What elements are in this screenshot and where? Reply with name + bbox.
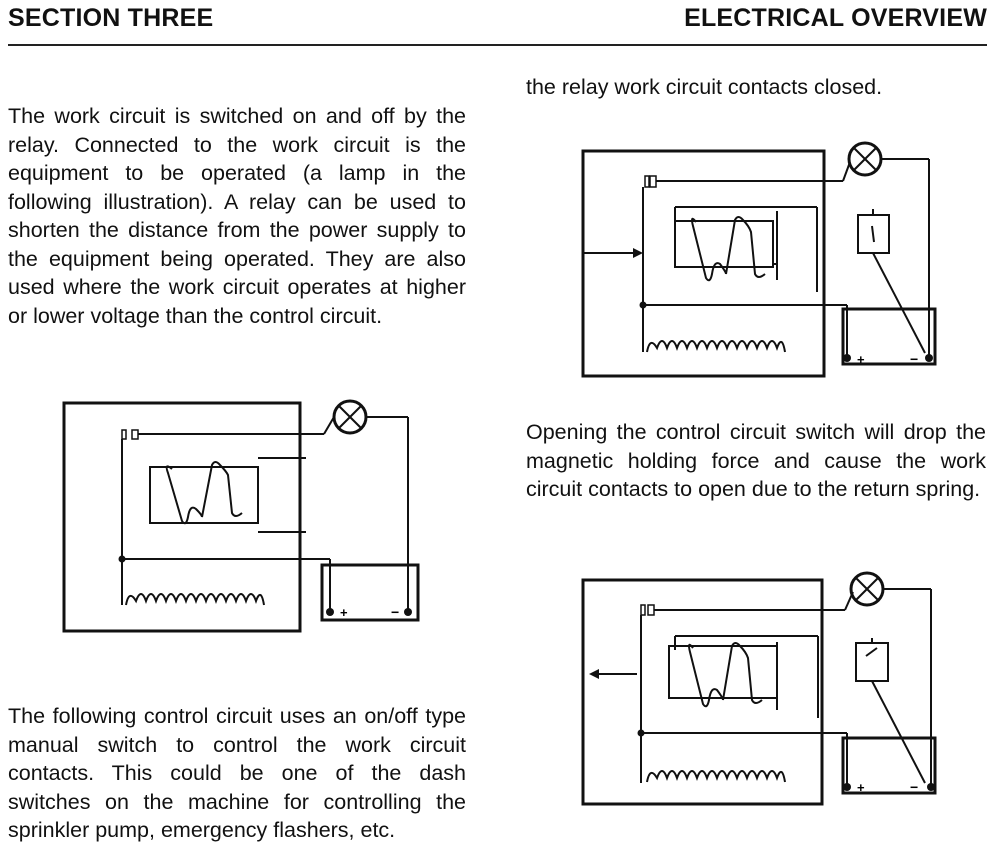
contact-terminal [649, 175, 657, 188]
battery [841, 307, 937, 366]
arrow-in-icon [633, 248, 643, 258]
relay-coil-core [149, 466, 259, 524]
paragraph-opening-switch: Opening the control circuit switch will … [526, 420, 986, 501]
battery-minus-label: − [910, 779, 918, 795]
relay-coil-core [674, 220, 774, 268]
relay-housing [581, 578, 824, 806]
relay-diagram-2: + − [581, 141, 937, 378]
paragraph-contacts-closed: the relay work circuit contacts closed. [526, 75, 883, 99]
contact-terminal [131, 429, 139, 440]
return-spring [125, 593, 265, 606]
battery-minus-label: − [910, 351, 918, 367]
relay-diagram-3: + − [581, 571, 937, 806]
contact-terminal [644, 175, 650, 188]
contact-terminal [121, 429, 127, 440]
paragraph-work-circuit: The work circuit is switched on and off … [8, 104, 466, 328]
chapter-title: ELECTRICAL OVERVIEW [684, 4, 987, 32]
work-contacts [855, 642, 889, 682]
battery-plus-label: + [857, 780, 865, 795]
battery [320, 563, 420, 622]
relay-housing [581, 149, 826, 378]
battery-plus-label: + [857, 352, 865, 367]
arrow-out-icon [589, 669, 599, 679]
section-title: SECTION THREE [8, 4, 214, 32]
header-rule [8, 44, 987, 46]
contact-terminal [640, 604, 646, 616]
relay-coil [165, 461, 243, 525]
relay-diagram-1: + − [62, 399, 420, 633]
battery-plus-label: + [340, 605, 348, 620]
relay-coil [688, 642, 763, 708]
paragraph-control-circuit: The following control circuit uses an on… [8, 704, 466, 842]
return-spring [646, 770, 786, 783]
relay-coil [691, 216, 766, 282]
relay-housing [62, 401, 302, 633]
battery [841, 736, 937, 795]
relay-coil-core [668, 645, 778, 699]
return-spring [646, 340, 786, 353]
contact-terminal [647, 604, 655, 616]
battery-minus-label: − [391, 604, 399, 620]
